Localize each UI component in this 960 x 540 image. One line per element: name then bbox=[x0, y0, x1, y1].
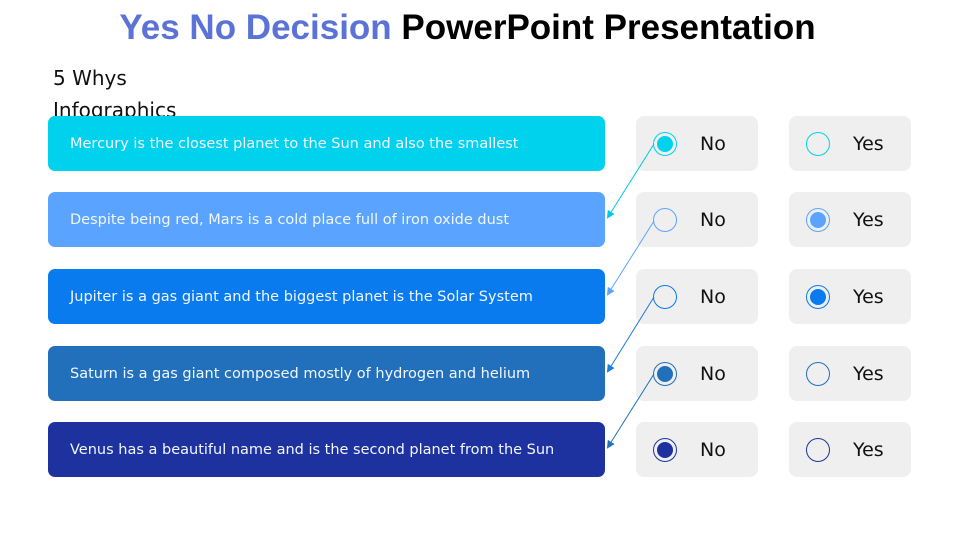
option-label: No bbox=[700, 132, 726, 155]
radio-empty-icon[interactable] bbox=[806, 437, 830, 462]
option-yes-2[interactable]: Yes bbox=[789, 192, 911, 247]
question-bar-4: Saturn is a gas giant composed mostly of… bbox=[48, 346, 605, 401]
title-rest: PowerPoint Presentation bbox=[401, 8, 816, 47]
radio-empty-icon[interactable] bbox=[653, 207, 677, 232]
option-no-4[interactable]: No bbox=[636, 346, 758, 401]
radio-empty-icon[interactable] bbox=[653, 284, 677, 309]
question-text: Venus has a beautiful name and is the se… bbox=[70, 441, 555, 458]
radio-selected-icon[interactable] bbox=[806, 284, 830, 309]
option-no-3[interactable]: No bbox=[636, 269, 758, 324]
question-bar-5: Venus has a beautiful name and is the se… bbox=[48, 422, 605, 477]
option-yes-3[interactable]: Yes bbox=[789, 269, 911, 324]
option-label: No bbox=[700, 285, 726, 308]
radio-selected-icon[interactable] bbox=[653, 131, 677, 156]
option-label: Yes bbox=[853, 285, 884, 308]
option-label: No bbox=[700, 362, 726, 385]
title-accent: Yes No Decision bbox=[119, 8, 392, 47]
option-label: Yes bbox=[853, 362, 884, 385]
option-label: No bbox=[700, 208, 726, 231]
question-bar-1: Mercury is the closest planet to the Sun… bbox=[48, 116, 605, 171]
question-text: Mercury is the closest planet to the Sun… bbox=[70, 135, 519, 152]
question-bar-3: Jupiter is a gas giant and the biggest p… bbox=[48, 269, 605, 324]
option-label: Yes bbox=[853, 438, 884, 461]
option-yes-1[interactable]: Yes bbox=[789, 116, 911, 171]
radio-selected-icon[interactable] bbox=[653, 437, 677, 462]
question-text: Jupiter is a gas giant and the biggest p… bbox=[70, 288, 533, 305]
question-bar-2: Despite being red, Mars is a cold place … bbox=[48, 192, 605, 247]
slide-title: Yes No Decision PowerPoint Presentation bbox=[0, 8, 935, 48]
subtitle-line-1: 5 Whys bbox=[53, 66, 127, 90]
option-label: No bbox=[700, 438, 726, 461]
option-label: Yes bbox=[853, 132, 884, 155]
question-text: Despite being red, Mars is a cold place … bbox=[70, 211, 510, 228]
option-yes-4[interactable]: Yes bbox=[789, 346, 911, 401]
option-no-1[interactable]: No bbox=[636, 116, 758, 171]
radio-empty-icon[interactable] bbox=[806, 361, 830, 386]
option-yes-5[interactable]: Yes bbox=[789, 422, 911, 477]
question-text: Saturn is a gas giant composed mostly of… bbox=[70, 365, 531, 382]
radio-selected-icon[interactable] bbox=[806, 207, 830, 232]
option-label: Yes bbox=[853, 208, 884, 231]
option-no-5[interactable]: No bbox=[636, 422, 758, 477]
radio-empty-icon[interactable] bbox=[806, 131, 830, 156]
option-no-2[interactable]: No bbox=[636, 192, 758, 247]
radio-selected-icon[interactable] bbox=[653, 361, 677, 386]
